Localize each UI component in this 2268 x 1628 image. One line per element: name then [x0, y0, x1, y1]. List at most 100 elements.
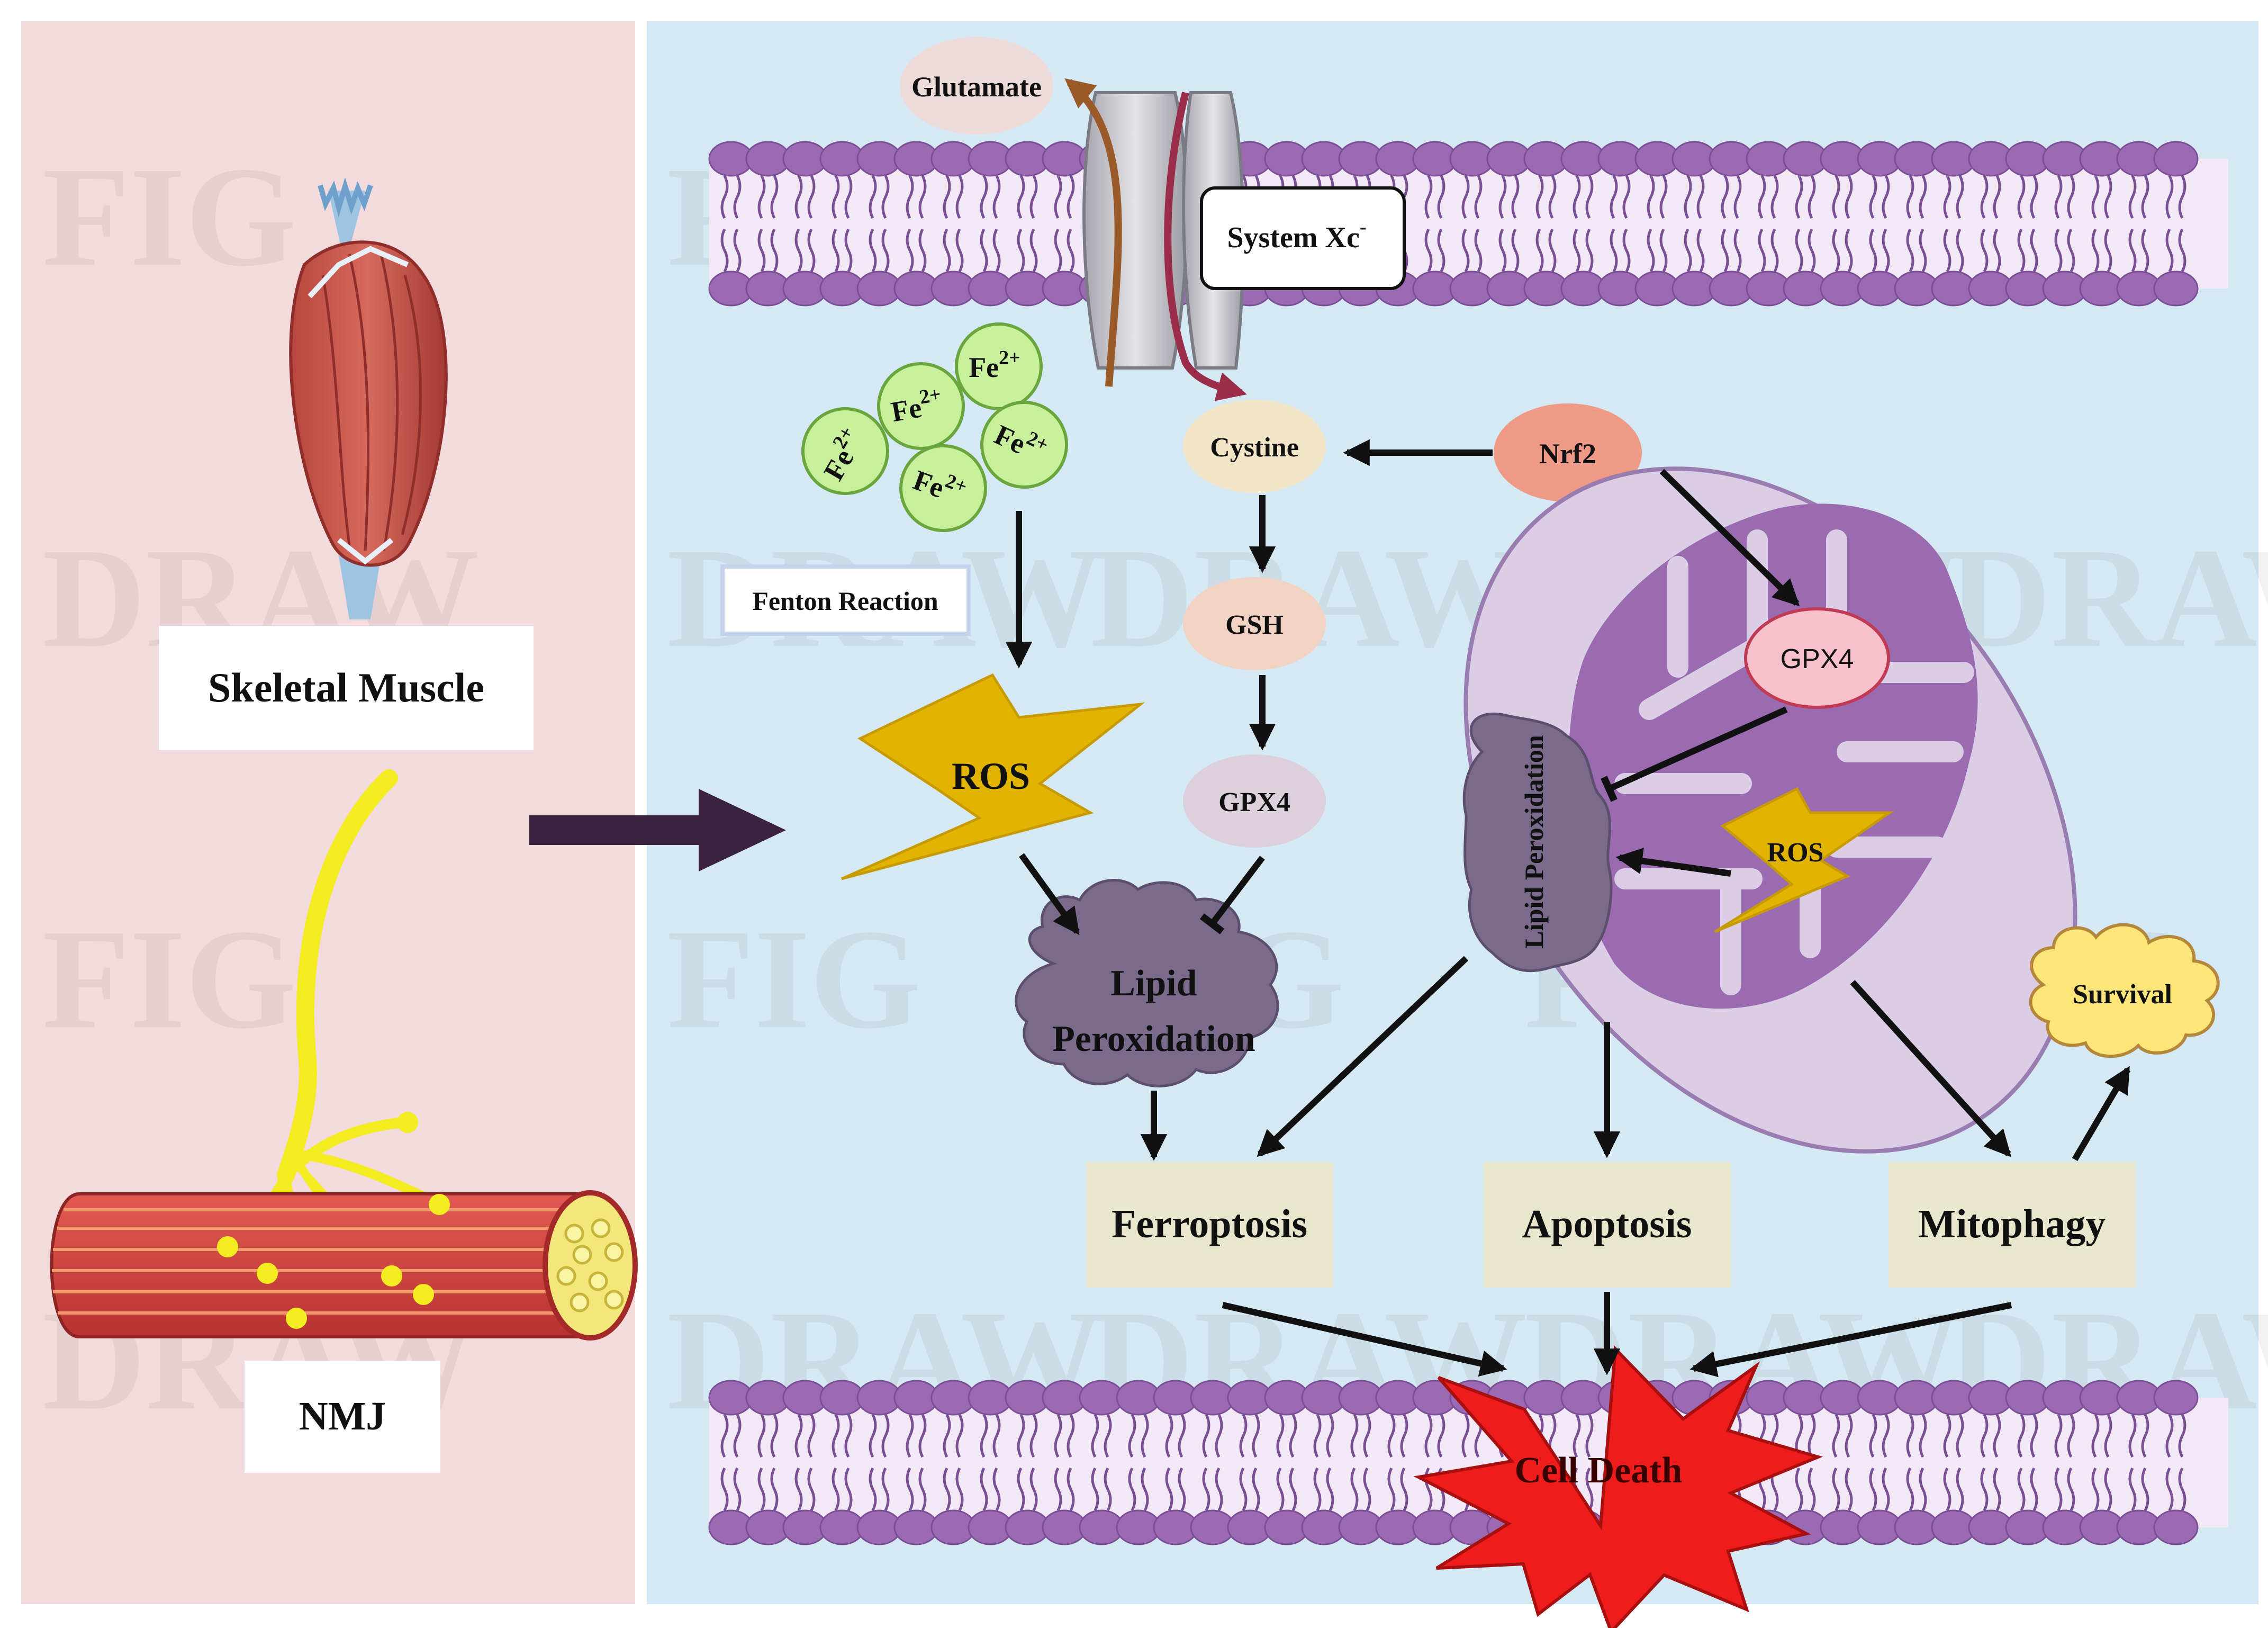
- arrow-mito-ros-to-lipid: [1615, 848, 1731, 877]
- lipid-tail: [1202, 1414, 1210, 1458]
- lipid-tail: [943, 1414, 951, 1458]
- lipid-tail: [832, 1467, 840, 1512]
- apoptosis-box[interactable]: [1484, 1162, 1731, 1288]
- lipid-tail: [1906, 228, 1914, 273]
- ros-label: ROS: [952, 755, 1030, 797]
- lipid-tail: [2091, 175, 2100, 219]
- lipid-tail: [1845, 228, 1853, 273]
- lipid-tail: [1202, 1467, 1210, 1512]
- lipid-tail: [2017, 228, 2026, 273]
- lipid-tail: [1795, 175, 1803, 219]
- ferroptosis-box[interactable]: [1086, 1162, 1333, 1288]
- lipid-tail: [1400, 1414, 1408, 1458]
- mitophagy-box[interactable]: [1889, 1162, 2136, 1288]
- lipid-tail: [1128, 1467, 1136, 1512]
- gsh-label: GSH: [1225, 610, 1284, 640]
- lipid-tail: [1585, 1414, 1594, 1458]
- cell-death-star: [1413, 1345, 1823, 1628]
- fe2-ion-circle: [980, 401, 1068, 489]
- membrane-core: [709, 159, 2228, 289]
- lipid-tail: [2017, 1467, 2026, 1512]
- watermark-text: FIG: [42, 138, 296, 296]
- lipid-tail: [1054, 228, 1062, 273]
- lipid-tail: [1845, 1414, 1853, 1458]
- lipid-tail: [1696, 228, 1705, 273]
- survival-cloud[interactable]: [2029, 923, 2220, 1058]
- lipid-tail: [1252, 1414, 1260, 1458]
- lipid-tail: [1733, 175, 1742, 219]
- lipid-tail: [1956, 1414, 1964, 1458]
- lipid-tail: [1647, 228, 1655, 273]
- lipid-tail: [1980, 1467, 1989, 1512]
- lipid-tail: [1770, 228, 1779, 273]
- lipid-tail: [1585, 1467, 1594, 1512]
- cell-death-label: Cell Death: [1515, 1450, 1683, 1491]
- mitophagy-label: Mitophagy: [1918, 1202, 2106, 1246]
- lipid-tail: [794, 228, 803, 273]
- mito-gpx4-label: GPX4: [1781, 644, 1854, 674]
- lipid-tail: [906, 1414, 914, 1458]
- lipid-tail: [955, 1467, 964, 1512]
- fe2-ion: Fe2+: [801, 407, 889, 495]
- gpx4-node[interactable]: [1183, 754, 1326, 848]
- lipid-tail: [1350, 1414, 1359, 1458]
- nrf2-node[interactable]: [1494, 403, 1642, 502]
- lipid-tail: [1054, 175, 1062, 219]
- lipid-tail: [757, 228, 766, 273]
- lipid-tail: [832, 228, 840, 273]
- lipid-tail: [844, 228, 853, 273]
- lipid-tail: [2067, 228, 2075, 273]
- lipid-tail: [2091, 228, 2100, 273]
- fe2-label: Fe2+: [969, 347, 1020, 383]
- lipid-tail: [2141, 1414, 2149, 1458]
- lipid-head: [2153, 141, 2199, 177]
- lipid-tail: [1363, 1414, 1371, 1458]
- lipid-tail: [1252, 1467, 1260, 1512]
- lipid-tail: [906, 228, 914, 273]
- lipid-tail: [1054, 1467, 1062, 1512]
- lipid-tail: [794, 1414, 803, 1458]
- lipid-tail: [1573, 1414, 1581, 1458]
- lipid-tail: [1165, 1467, 1173, 1512]
- lipid-tail: [1289, 1414, 1297, 1458]
- lipid-tail: [2104, 1467, 2112, 1512]
- lipid-tail: [869, 1414, 877, 1458]
- lipid-tail: [1622, 175, 1631, 219]
- fe2-ion: Fe2+: [899, 444, 987, 532]
- lipid-tail: [1943, 1414, 1951, 1458]
- lipid-tail: [1696, 175, 1705, 219]
- lipid-tail: [1535, 228, 1544, 273]
- arrow-nrf2-to-mito-gpx4: [1659, 469, 1800, 607]
- ferroptosis-label: Ferroptosis: [1112, 1202, 1307, 1246]
- system-xc-box[interactable]: [1200, 186, 1406, 290]
- lipid-tail: [770, 228, 779, 273]
- mito-gpx4-node[interactable]: [1744, 607, 1890, 709]
- lipid-tail: [1104, 1414, 1112, 1458]
- gsh-node[interactable]: [1183, 577, 1326, 670]
- lipid-tail: [1610, 175, 1618, 219]
- lipid-tail: [2091, 1467, 2100, 1512]
- lipid-tail: [2128, 1467, 2137, 1512]
- lipid-tail: [1721, 175, 1729, 219]
- cystine-node[interactable]: [1183, 400, 1326, 493]
- lipid-tail: [2165, 175, 2174, 219]
- lipid-tail: [2067, 175, 2075, 219]
- lipid-tail: [1832, 228, 1840, 273]
- lipid-tail: [980, 175, 988, 219]
- lipid-tail: [1461, 175, 1470, 219]
- lipid-tail: [733, 1414, 742, 1458]
- lipid-tail: [1461, 228, 1470, 273]
- inhibit-gpx4-to-lipid: [1199, 856, 1265, 934]
- nmj-label: NMJ: [299, 1394, 386, 1438]
- lipid-tail: [1733, 228, 1742, 273]
- lipid-tail: [1029, 175, 1038, 219]
- lipid-tail: [1882, 1467, 1890, 1512]
- lipid-tail: [943, 1467, 951, 1512]
- lipid-tail: [2165, 228, 2174, 273]
- lipid-tail: [1178, 1467, 1186, 1512]
- lipid-tail: [1128, 1414, 1136, 1458]
- lipid-tail: [2178, 1414, 2186, 1458]
- lipid-label: Lipid: [1110, 963, 1197, 1004]
- lipid-tail: [1067, 1467, 1075, 1512]
- lipid-tail: [1326, 1414, 1334, 1458]
